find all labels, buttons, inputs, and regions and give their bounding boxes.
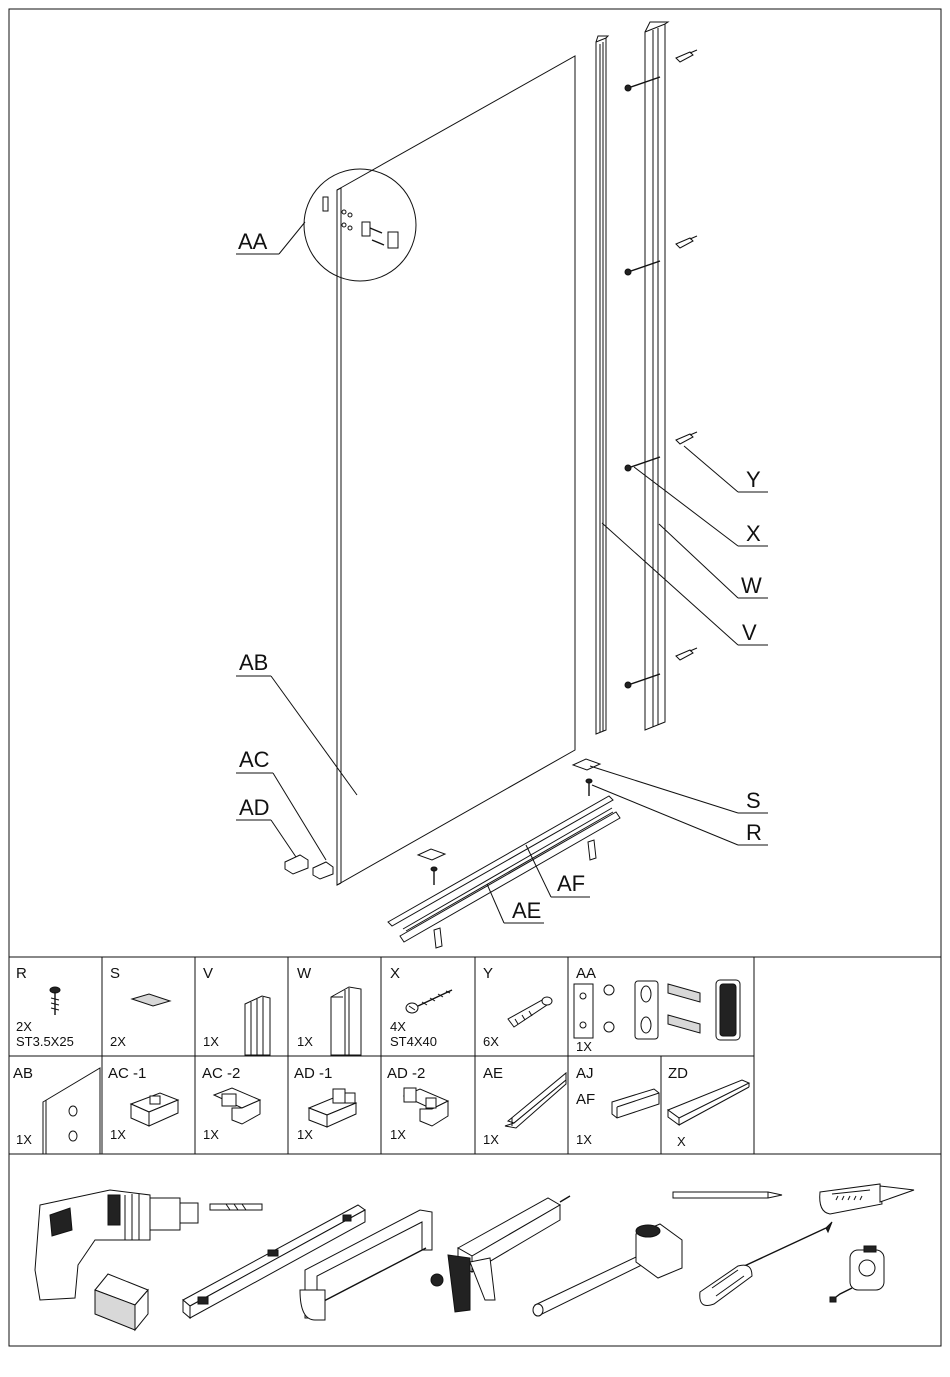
part-code: S (110, 965, 120, 982)
part-spec: ST4X40 (390, 1034, 437, 1049)
callout-r: R (746, 820, 762, 845)
part-qty: 1X (297, 1034, 313, 1049)
part-cell-r: R 2X ST3.5X25 (16, 965, 74, 1049)
part-qty: X (677, 1134, 686, 1149)
part-code: AJ (576, 1065, 594, 1082)
part-code: Y (483, 965, 493, 982)
part-code: AC -1 (108, 1065, 146, 1082)
brackets (285, 855, 333, 879)
callout-v: V (742, 620, 757, 645)
part-cell-aa: AA 1X (574, 965, 740, 1054)
glass-panel (337, 56, 575, 885)
callout-ad: AD (239, 795, 270, 820)
part-cell-zd: ZD X (668, 1065, 749, 1149)
mallet-icon (533, 1224, 682, 1316)
part-code: R (16, 965, 27, 982)
part-code-secondary: AF (576, 1091, 595, 1108)
floor-profiles (388, 796, 620, 942)
part-qty: 1X (16, 1132, 32, 1147)
part-cell-aj-af: AJ AF 1X (576, 1065, 659, 1147)
part-cell-y: Y 6X (483, 965, 552, 1049)
part-code: X (390, 965, 400, 982)
callout-ac: AC (239, 747, 270, 772)
part-code: V (203, 965, 213, 982)
part-qty: 1X (297, 1127, 313, 1142)
floor-profile-icon (505, 1073, 566, 1128)
assembly-view: AA AB AC AD Y X W V S R AF AE (236, 22, 768, 948)
part-cell-s: S 2X (110, 965, 170, 1049)
part-qty: 1X (110, 1127, 126, 1142)
part-cell-ac2: AC -2 1X (202, 1065, 260, 1142)
bracket-icon (309, 1089, 356, 1127)
part-qty: 1X (576, 1039, 592, 1054)
tape-measure-icon (830, 1246, 884, 1302)
bracket-icon (404, 1088, 448, 1126)
callout-x: X (746, 521, 761, 546)
bracket-icon (214, 1088, 260, 1124)
detail-circle (304, 169, 416, 281)
bracket-icon (131, 1093, 178, 1126)
part-code: AD -2 (387, 1065, 425, 1082)
pad-icon (132, 994, 170, 1006)
callout-w: W (741, 573, 762, 598)
callout-aa: AA (238, 229, 268, 254)
part-code: ZD (668, 1065, 688, 1082)
part-qty: 1X (203, 1034, 219, 1049)
wall-profile-icon (331, 987, 361, 1055)
drill-bit-icon (210, 1204, 262, 1210)
part-qty: 1X (576, 1132, 592, 1147)
part-spec: ST3.5X25 (16, 1034, 74, 1049)
part-cell-ac1: AC -1 1X (108, 1065, 178, 1142)
part-qty: 4X (390, 1019, 406, 1034)
glass-clamp-kit-icon (574, 980, 740, 1040)
part-qty: 6X (483, 1034, 499, 1049)
tools-row (35, 1184, 914, 1330)
profile-v (596, 36, 608, 734)
callout-y: Y (746, 467, 761, 492)
part-cell-ad2: AD -2 1X (387, 1065, 448, 1142)
caulking-gun-icon (431, 1196, 570, 1312)
part-cell-ad1: AD -1 1X (294, 1065, 356, 1142)
part-qty: 1X (203, 1127, 219, 1142)
part-code: AA (576, 965, 596, 982)
wall-screw-icon (406, 990, 452, 1013)
pad-s-lower (418, 849, 445, 860)
sponge-icon (95, 1274, 148, 1330)
callout-ae: AE (512, 898, 541, 923)
part-code: W (297, 965, 312, 982)
part-code: AB (13, 1065, 33, 1082)
leader-lines (236, 222, 768, 923)
glass-panel-icon (43, 1068, 100, 1154)
part-code: AE (483, 1065, 503, 1082)
part-cell-ae: AE 1X (483, 1065, 566, 1147)
part-cell-x: X 4X ST4X40 (390, 965, 452, 1049)
screw-icon (50, 987, 60, 1015)
part-code: AC -2 (202, 1065, 240, 1082)
screwdriver-icon (700, 1222, 832, 1306)
screw-r (586, 779, 592, 796)
profile-w (645, 22, 668, 730)
screw-lower (431, 867, 437, 885)
utility-knife-icon (820, 1184, 914, 1214)
part-cell-w: W 1X (297, 965, 361, 1055)
strip-icon (612, 1089, 659, 1118)
part-code: AD -1 (294, 1065, 332, 1082)
callout-af: AF (557, 871, 585, 896)
callout-s: S (746, 788, 761, 813)
part-cell-v: V 1X (203, 965, 270, 1055)
part-qty: 2X (16, 1019, 32, 1034)
part-qty: 1X (483, 1132, 499, 1147)
seal-profile-icon (245, 996, 270, 1055)
callout-ab: AB (239, 650, 268, 675)
wedge-icon (668, 1080, 749, 1125)
part-qty: 1X (390, 1127, 406, 1142)
wall-plug-icon (508, 997, 552, 1027)
part-qty: 2X (110, 1034, 126, 1049)
part-cell-ab: AB 1X (13, 1065, 100, 1154)
pencil-icon (673, 1192, 782, 1198)
